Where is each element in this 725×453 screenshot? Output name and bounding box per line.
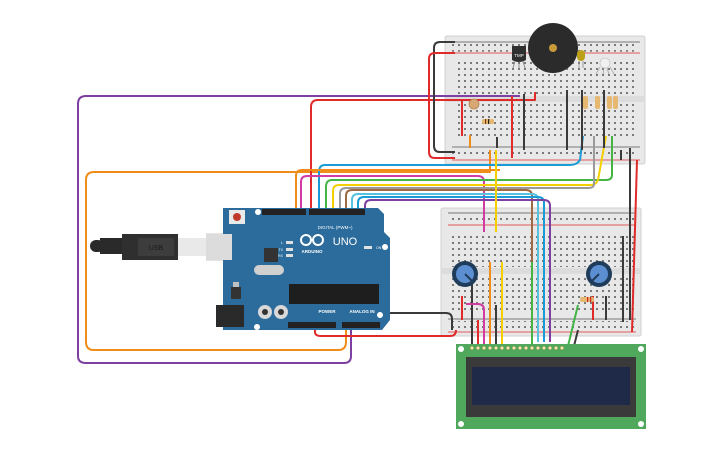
wire-red-vertical[interactable] <box>631 159 638 333</box>
resistor-array[interactable] <box>583 96 618 109</box>
wire-red-5v[interactable] <box>314 328 457 337</box>
on-label: ON <box>376 246 382 250</box>
photoresistor[interactable] <box>468 98 480 110</box>
rgb-led[interactable] <box>595 57 615 75</box>
lcd-screen <box>472 367 630 405</box>
lcd-pin[interactable] <box>476 346 481 351</box>
wire-orange-loop[interactable] <box>85 150 491 351</box>
lcd-pin[interactable] <box>554 346 559 351</box>
wire-purple-2[interactable] <box>364 199 551 342</box>
wire-orange-2[interactable] <box>295 169 500 212</box>
power-header[interactable] <box>288 322 336 328</box>
wire-yellow[interactable] <box>332 135 607 212</box>
lcd-pin[interactable] <box>488 346 493 351</box>
rx-label: RX <box>278 254 284 258</box>
wire-green[interactable] <box>325 136 613 212</box>
lcd-pin[interactable] <box>530 346 535 351</box>
lcd-pin-row[interactable] <box>470 346 565 351</box>
lcd-pin[interactable] <box>500 346 505 351</box>
lcd-pin[interactable] <box>470 346 475 351</box>
wire-gray[interactable] <box>339 136 595 212</box>
digital-header-right[interactable] <box>309 209 365 215</box>
potentiometer-right[interactable] <box>586 261 612 287</box>
digital-header-left[interactable] <box>262 209 306 215</box>
wires <box>77 41 638 364</box>
resistor-bottom[interactable] <box>580 297 594 302</box>
reset-button[interactable] <box>233 213 241 221</box>
usb-cable[interactable]: USB <box>90 233 226 261</box>
atmega-chip <box>289 284 379 304</box>
arduino-logo-icon <box>300 234 324 246</box>
arduino-uno[interactable]: DIGITAL (PWM~) ARDUINO UNO L TX RX ON <box>206 208 390 330</box>
wire-red-top[interactable] <box>310 92 536 212</box>
tmp-label: TMP <box>514 53 524 58</box>
analog-label: ANALOG IN <box>349 309 374 314</box>
arduino-brand: ARDUINO <box>302 249 323 254</box>
potentiometer-left[interactable] <box>452 261 478 287</box>
tx-label: TX <box>279 248 284 252</box>
lcd-pin[interactable] <box>482 346 487 351</box>
lcd-pin[interactable] <box>542 346 547 351</box>
lcd-pin[interactable] <box>506 346 511 351</box>
lcd-pin[interactable] <box>548 346 553 351</box>
analog-header[interactable] <box>342 322 380 328</box>
piezo-buzzer[interactable] <box>528 23 578 73</box>
lcd-16x2[interactable] <box>456 344 646 429</box>
led-yellow[interactable] <box>577 50 585 68</box>
lcd-pin[interactable] <box>494 346 499 351</box>
lcd-pin[interactable] <box>560 346 565 351</box>
usb-icon: USB <box>149 245 164 252</box>
l-led-label: L <box>281 241 283 245</box>
lcd-pin[interactable] <box>524 346 529 351</box>
lcd-pin[interactable] <box>518 346 523 351</box>
arduino-model: UNO <box>333 236 358 248</box>
digital-label: DIGITAL (PWM~) <box>318 225 353 230</box>
power-label: POWER <box>318 309 336 314</box>
lcd-pin[interactable] <box>536 346 541 351</box>
wire-black-rail-top[interactable] <box>433 41 455 153</box>
tmp-sensor[interactable]: TMP <box>512 46 526 69</box>
wire-purple-loop[interactable] <box>77 95 520 364</box>
wire-red-rail-top[interactable] <box>428 52 455 159</box>
resistor-top-1[interactable] <box>482 119 494 124</box>
lcd-pin[interactable] <box>512 346 517 351</box>
